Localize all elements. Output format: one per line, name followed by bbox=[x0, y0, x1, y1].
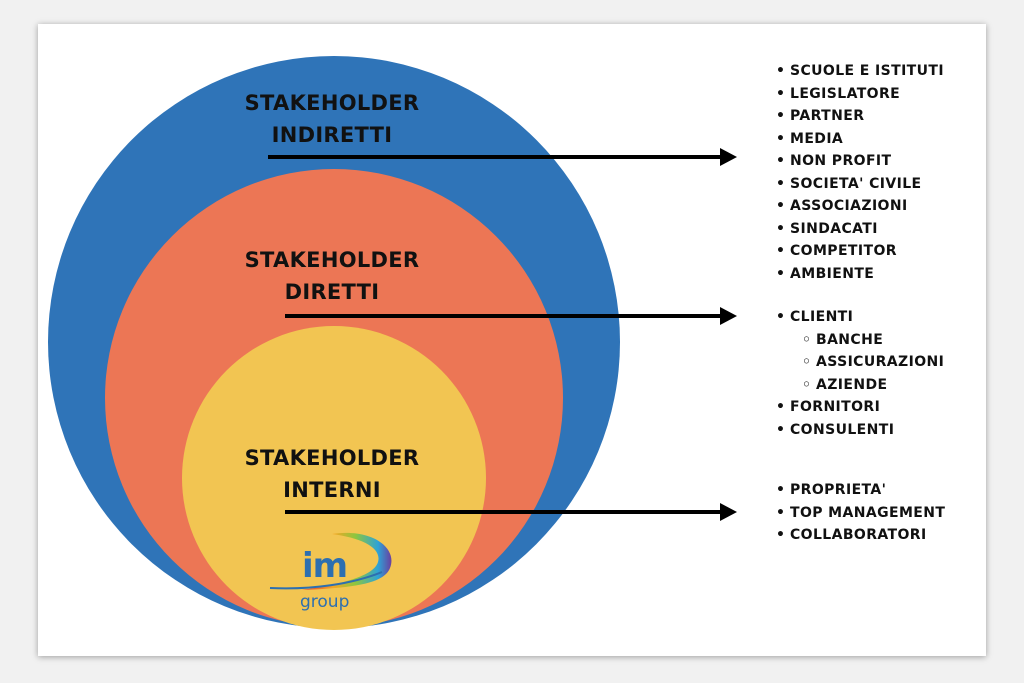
list-item: •MEDIA bbox=[776, 128, 944, 151]
list-item-label: LEGISLATORE bbox=[790, 85, 901, 102]
list-item-label: CONSULENTI bbox=[790, 421, 895, 438]
list-item-label: PROPRIETA' bbox=[790, 482, 887, 498]
label-diretti-line2: DIRETTI bbox=[284, 280, 380, 304]
label-indiretti: STAKEHOLDER INDIRETTI bbox=[202, 87, 462, 151]
list-item: •CONSULENTI bbox=[776, 419, 944, 442]
list-item-label: COLLABORATORI bbox=[790, 527, 927, 543]
list-item-label: NON PROFIT bbox=[790, 153, 892, 169]
circle-interni bbox=[182, 326, 486, 630]
bullet-icon: • bbox=[776, 527, 786, 543]
list-subitem: ◦AZIENDE bbox=[776, 374, 944, 397]
bullet-icon: • bbox=[776, 309, 786, 325]
logo-sub-text: group bbox=[300, 592, 350, 612]
list-item-label: AMBIENTE bbox=[790, 265, 875, 282]
list-item: •TOP MANAGEMENT bbox=[776, 502, 945, 525]
bullet-icon: • bbox=[776, 265, 786, 282]
label-indiretti-line1: STAKEHOLDER bbox=[244, 91, 420, 115]
list-subitem: ◦ASSICURAZIONI bbox=[776, 351, 944, 374]
list-item: •CLIENTI bbox=[776, 306, 944, 329]
list-item-label: ASSOCIAZIONI bbox=[790, 198, 908, 214]
bullet-icon: • bbox=[776, 504, 786, 521]
list-subitem: ◦BANCHE bbox=[776, 329, 944, 352]
list-item-label: FORNITORI bbox=[790, 399, 881, 415]
list-item: •AMBIENTE bbox=[776, 263, 944, 286]
list-item-label: PARTNER bbox=[790, 108, 865, 124]
hollow-bullet-icon: ◦ bbox=[802, 331, 812, 348]
bullet-icon: • bbox=[776, 220, 786, 237]
bullet-icon: • bbox=[776, 421, 786, 438]
label-diretti-line1: STAKEHOLDER bbox=[244, 248, 420, 272]
bullet-icon: • bbox=[776, 63, 786, 79]
arrow-interni bbox=[285, 503, 737, 521]
bullet-icon: • bbox=[776, 175, 786, 192]
label-interni: STAKEHOLDER INTERNI bbox=[202, 442, 462, 506]
list-item-label: MEDIA bbox=[790, 130, 844, 147]
list-item: •PARTNER bbox=[776, 105, 944, 128]
list-item: •SCUOLE E ISTITUTI bbox=[776, 60, 944, 83]
arrow-diretti bbox=[285, 307, 737, 325]
list-item-label: TOP MANAGEMENT bbox=[790, 504, 946, 521]
list-item-label: AZIENDE bbox=[816, 376, 888, 393]
label-interni-line1: STAKEHOLDER bbox=[244, 446, 420, 470]
bullet-icon: • bbox=[776, 243, 786, 259]
list-item-label: SOCIETA' CIVILE bbox=[790, 175, 922, 192]
list-item: •LEGISLATORE bbox=[776, 83, 944, 106]
list-item-label: SINDACATI bbox=[790, 220, 878, 237]
list-item: •ASSOCIAZIONI bbox=[776, 195, 944, 218]
list-item-label: COMPETITOR bbox=[790, 243, 897, 259]
bullet-icon: • bbox=[776, 130, 786, 147]
bullet-icon: • bbox=[776, 108, 786, 124]
list-item-label: CLIENTI bbox=[790, 309, 854, 325]
hollow-bullet-icon: ◦ bbox=[802, 354, 812, 370]
list-indiretti: •SCUOLE E ISTITUTI •LEGISLATORE •PARTNER… bbox=[776, 60, 944, 285]
hollow-bullet-icon: ◦ bbox=[802, 376, 812, 393]
list-item-label: SCUOLE E ISTITUTI bbox=[790, 63, 944, 79]
list-item: •COLLABORATORI bbox=[776, 524, 945, 547]
list-item: •PROPRIETA' bbox=[776, 479, 945, 502]
bullet-icon: • bbox=[776, 482, 786, 498]
logo-main-text: im bbox=[302, 546, 348, 586]
list-item: •COMPETITOR bbox=[776, 240, 944, 263]
list-item-label: ASSICURAZIONI bbox=[816, 354, 945, 370]
im-group-logo: im group bbox=[262, 528, 402, 620]
list-item: •SOCIETA' CIVILE bbox=[776, 173, 944, 196]
list-item: •NON PROFIT bbox=[776, 150, 944, 173]
list-item: •FORNITORI bbox=[776, 396, 944, 419]
list-item-label: BANCHE bbox=[816, 331, 884, 348]
bullet-icon: • bbox=[776, 85, 786, 102]
bullet-icon: • bbox=[776, 399, 786, 415]
list-diretti: •CLIENTI ◦BANCHE ◦ASSICURAZIONI ◦AZIENDE… bbox=[776, 306, 944, 441]
label-interni-line2: INTERNI bbox=[283, 478, 381, 502]
bullet-icon: • bbox=[776, 153, 786, 169]
label-indiretti-line2: INDIRETTI bbox=[271, 123, 393, 147]
label-diretti: STAKEHOLDER DIRETTI bbox=[202, 244, 462, 308]
bullet-icon: • bbox=[776, 198, 786, 214]
arrow-indiretti bbox=[268, 148, 737, 166]
list-interni: •PROPRIETA' •TOP MANAGEMENT •COLLABORATO… bbox=[776, 479, 945, 547]
logo-swoosh-icon bbox=[269, 532, 392, 590]
list-item: •SINDACATI bbox=[776, 218, 944, 241]
